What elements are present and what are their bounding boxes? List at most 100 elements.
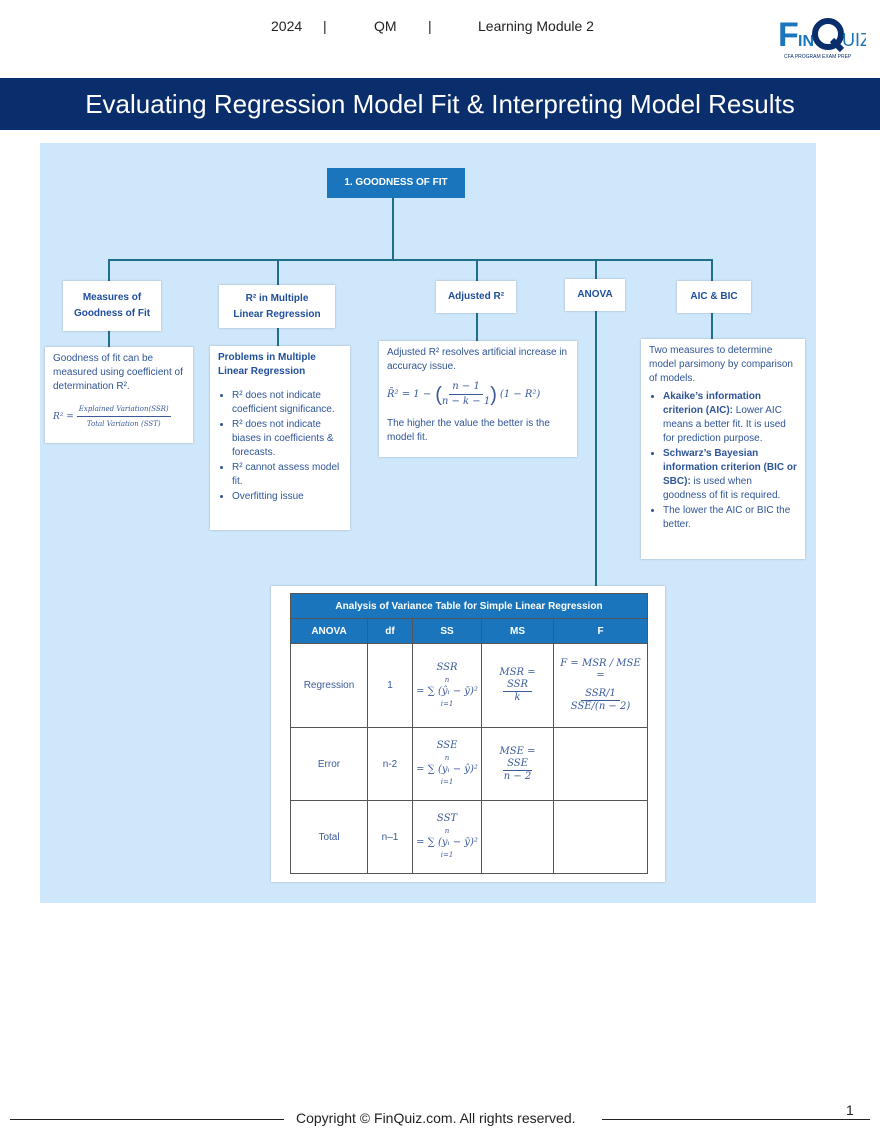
ms-cell: MSE = SSE n − 2 xyxy=(481,727,554,801)
svg-text:UIZ: UIZ xyxy=(842,30,866,50)
f-denominator: SSE/(n − 2) xyxy=(570,701,631,712)
table-row: Total n–1 SST n = ∑ (yᵢ − ȳ)² i=1 xyxy=(290,800,648,874)
sum-top: n xyxy=(444,827,450,835)
list-item: Schwarz’s Bayesian information criterion… xyxy=(663,447,797,503)
denominator: Total Variation (SST) xyxy=(86,420,161,428)
ms-denominator: k xyxy=(514,692,521,703)
fraction: Explained Variation(SSR) Total Variation… xyxy=(76,402,171,431)
list-item: Akaike’s information criterion (AIC): Lo… xyxy=(663,390,797,446)
row-df: n–1 xyxy=(367,800,413,874)
formula-lhs: R̄² = 1 − xyxy=(387,388,432,400)
item-text: The lower the AIC or BIC the better. xyxy=(663,505,791,530)
connector xyxy=(277,328,279,346)
numerator: n − 1 xyxy=(449,380,483,395)
heading-line: Linear Regression xyxy=(218,366,306,377)
branch-aic-bic-label: AIC & BIC xyxy=(677,281,751,313)
problems-heading: Problems in Multiple Linear Regression xyxy=(218,351,342,379)
numerator: Explained Variation(SSR) xyxy=(76,402,171,417)
item-bold: Schwarz’s Bayesian information criterion… xyxy=(663,448,797,487)
connector xyxy=(476,313,478,341)
ms-numerator: SSR xyxy=(502,679,533,692)
paren-left: ( xyxy=(435,383,442,406)
connector xyxy=(108,331,110,347)
adjusted-text: Adjusted R² resolves artificial increase… xyxy=(387,347,568,372)
column-header: SS xyxy=(412,618,482,644)
branch-measures-label: Measures of Goodness of Fit xyxy=(63,281,161,331)
branch-anova-label: ANOVA xyxy=(565,279,625,311)
connector xyxy=(392,198,394,260)
anova-table: Analysis of Variance Table for Simple Li… xyxy=(290,593,648,874)
measures-text: Goodness of fit can be measured using co… xyxy=(53,353,183,392)
connector xyxy=(711,259,713,281)
item-text: is used when goodness of fit is required… xyxy=(663,476,781,501)
svg-text:CFA PROGRAM EXAM PREP: CFA PROGRAM EXAM PREP xyxy=(784,54,852,60)
formula-rhs: (1 − R²) xyxy=(499,388,541,400)
measures-description: Goodness of fit can be measured using co… xyxy=(45,347,193,443)
table-caption: Analysis of Variance Table for Simple Li… xyxy=(290,593,648,619)
finquiz-logo: F IN UIZ CFA PROGRAM EXAM PREP xyxy=(778,16,866,60)
ms-cell: MSR = SSR k xyxy=(481,643,554,728)
row-name: Total xyxy=(290,800,368,874)
sum-top: n xyxy=(444,754,450,762)
connector xyxy=(277,259,279,285)
denominator: n − k − 1 xyxy=(441,396,491,407)
label-line: Measures of xyxy=(82,292,142,303)
ss-cell: SSE n = ∑ (yᵢ − ŷ)² i=1 xyxy=(412,727,482,801)
list-item: R² does not indicate biases in coefficie… xyxy=(232,418,342,460)
page-number: 1 xyxy=(846,1102,854,1118)
connector xyxy=(108,259,110,281)
r2-problems-list: Problems in Multiple Linear Regression R… xyxy=(210,346,350,530)
sum-bottom: i=1 xyxy=(440,699,454,708)
connector xyxy=(595,259,597,279)
connector xyxy=(476,259,478,281)
f-cell: F = MSR / MSE = SSR/1 SSE/(n − 2) xyxy=(553,643,648,728)
ss-cell: SSR n = ∑ (ŷᵢ − ȳ)² i=1 xyxy=(412,643,482,728)
adjusted-r2-formula: R̄² = 1 − ( n − 1 n − k − 1 ) (1 − R²) xyxy=(387,380,569,409)
sum-line: = ∑ (yᵢ − ŷ)² xyxy=(416,764,478,775)
aic-bic-description: Two measures to determine model parsimon… xyxy=(641,339,805,559)
header-subject: QM xyxy=(374,18,397,34)
ms-cell-empty xyxy=(481,800,554,874)
svg-text:F: F xyxy=(778,16,799,54)
fraction: n − 1 n − k − 1 xyxy=(442,380,490,409)
label-line: R² in Multiple xyxy=(245,292,309,304)
aic-bic-intro: Two measures to determine model parsimon… xyxy=(649,345,793,384)
list-item: The lower the AIC or BIC the better. xyxy=(663,504,797,532)
header-year: 2024 xyxy=(271,18,303,34)
ms-denominator: n − 2 xyxy=(503,770,532,782)
sum-top: n xyxy=(444,675,450,684)
ms-numerator: SSE xyxy=(503,758,532,771)
ss-term: (ŷᵢ − ȳ)² xyxy=(438,685,478,697)
ss-term: (yᵢ − ȳ)² xyxy=(438,837,478,848)
sum-bottom: i=1 xyxy=(440,778,454,786)
row-df: n-2 xyxy=(367,727,413,801)
ss-name: SSE xyxy=(436,740,458,751)
paren-right: ) xyxy=(490,383,497,406)
row-df: 1 xyxy=(367,643,413,728)
ss-term: (yᵢ − ŷ)² xyxy=(438,764,478,775)
column-header: df xyxy=(367,618,413,644)
row-name: Regression xyxy=(290,643,368,728)
list-item: R² cannot assess model fit. xyxy=(232,461,342,489)
connector xyxy=(595,311,597,587)
ms-line: MSR = xyxy=(499,667,536,678)
header-separator: | xyxy=(323,18,327,34)
ss-name: SST xyxy=(436,813,458,824)
ss-name: SSR xyxy=(436,661,458,673)
column-header: F xyxy=(553,618,648,644)
footer-rule xyxy=(602,1119,870,1120)
r2-formula: R² = Explained Variation(SSR) Total Vari… xyxy=(53,402,185,431)
ms-line: MSE = xyxy=(499,745,536,757)
header-separator: | xyxy=(428,18,432,34)
f-numerator: SSR/1 xyxy=(581,688,620,701)
row-name: Error xyxy=(290,727,368,801)
sum-bottom: i=1 xyxy=(440,851,454,859)
f-cell-empty xyxy=(553,800,648,874)
f-line: F = MSR / MSE = xyxy=(560,658,641,681)
sum-line: = ∑ (ŷᵢ − ȳ)² xyxy=(416,685,478,697)
root-node-goodness-of-fit: 1. GOODNESS OF FIT xyxy=(327,168,465,198)
header-module: Learning Module 2 xyxy=(478,18,594,34)
connector xyxy=(108,259,712,261)
branch-adjusted-r2-label: Adjusted R² xyxy=(436,281,516,313)
sum-line: = ∑ (yᵢ − ȳ)² xyxy=(416,837,478,848)
